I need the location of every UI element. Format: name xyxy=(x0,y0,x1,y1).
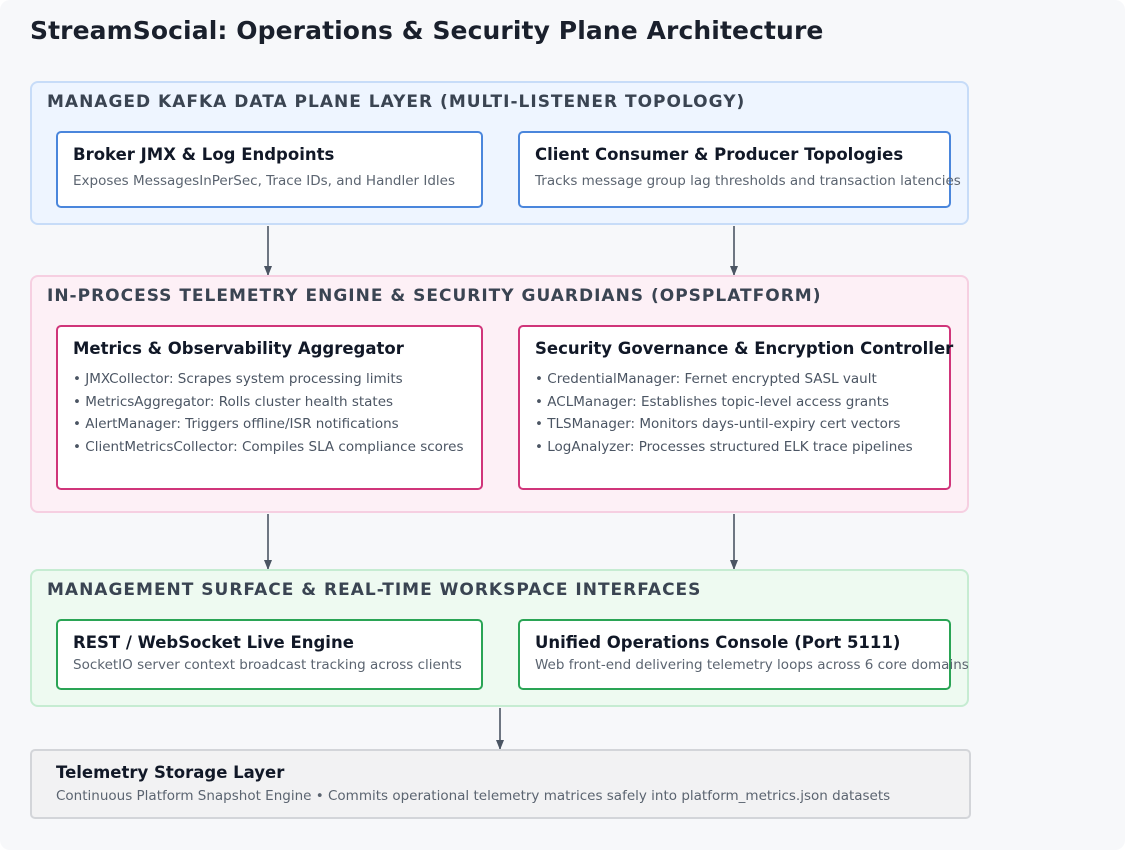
list-item: AlertManager: Triggers offline/ISR notif… xyxy=(73,413,464,436)
client-topologies-card-subtitle: Tracks message group lag thresholds and … xyxy=(535,173,961,189)
rest-websocket-card: REST / WebSocket Live Engine SocketIO se… xyxy=(56,619,483,690)
metrics-aggregator-card-title: Metrics & Observability Aggregator xyxy=(73,339,404,358)
list-item: JMXCollector: Scrapes system processing … xyxy=(73,368,464,391)
list-item: ACLManager: Establishes topic-level acce… xyxy=(535,391,913,414)
list-item: LogAnalyzer: Processes structured ELK tr… xyxy=(535,436,912,459)
security-governance-card: Security Governance & Encryption Control… xyxy=(518,325,954,490)
metrics-aggregator-list: JMXCollector: Scrapes system processing … xyxy=(73,368,464,459)
security-governance-list: CredentialManager: Fernet encrypted SASL… xyxy=(535,368,913,459)
operations-console-card-subtitle: Web front-end delivering telemetry loops… xyxy=(535,657,969,673)
rest-websocket-card-title: REST / WebSocket Live Engine xyxy=(73,633,354,652)
list-item: MetricsAggregator: Rolls cluster health … xyxy=(73,391,464,414)
list-item: ClientMetricsCollector: Compiles SLA com… xyxy=(73,436,463,459)
broker-jmx-card-title: Broker JMX & Log Endpoints xyxy=(73,145,335,164)
data-plane-layer-title: MANAGED KAFKA DATA PLANE LAYER (MULTI-LI… xyxy=(47,92,746,112)
telemetry-storage-layer: Telemetry Storage Layer Continuous Platf… xyxy=(30,749,971,819)
data-plane-layer: MANAGED KAFKA DATA PLANE LAYER (MULTI-LI… xyxy=(30,81,969,225)
rest-websocket-card-subtitle: SocketIO server context broadcast tracki… xyxy=(73,657,462,673)
client-topologies-card-title: Client Consumer & Producer Topologies xyxy=(535,145,904,164)
list-item: TLSManager: Monitors days-until-expiry c… xyxy=(535,413,913,436)
metrics-aggregator-card: Metrics & Observability Aggregator JMXCo… xyxy=(56,325,483,490)
operations-console-card: Unified Operations Console (Port 5111) W… xyxy=(518,619,969,690)
telemetry-layer: IN-PROCESS TELEMETRY ENGINE & SECURITY G… xyxy=(30,275,969,513)
list-item: CredentialManager: Fernet encrypted SASL… xyxy=(535,368,913,391)
broker-jmx-card-subtitle: Exposes MessagesInPerSec, Trace IDs, and… xyxy=(73,173,456,189)
management-layer: MANAGEMENT SURFACE & REAL-TIME WORKSPACE… xyxy=(30,569,969,707)
management-layer-title: MANAGEMENT SURFACE & REAL-TIME WORKSPACE… xyxy=(47,580,702,600)
storage-title: Telemetry Storage Layer xyxy=(56,763,285,782)
security-governance-card-title: Security Governance & Encryption Control… xyxy=(535,339,954,358)
client-topologies-card: Client Consumer & Producer Topologies Tr… xyxy=(518,131,961,208)
broker-jmx-card: Broker JMX & Log Endpoints Exposes Messa… xyxy=(56,131,483,208)
storage-subtitle: Continuous Platform Snapshot Engine • Co… xyxy=(56,788,891,804)
diagram-title: StreamSocial: Operations & Security Plan… xyxy=(30,16,824,45)
operations-console-card-title: Unified Operations Console (Port 5111) xyxy=(535,633,901,652)
telemetry-layer-title: IN-PROCESS TELEMETRY ENGINE & SECURITY G… xyxy=(47,286,822,306)
